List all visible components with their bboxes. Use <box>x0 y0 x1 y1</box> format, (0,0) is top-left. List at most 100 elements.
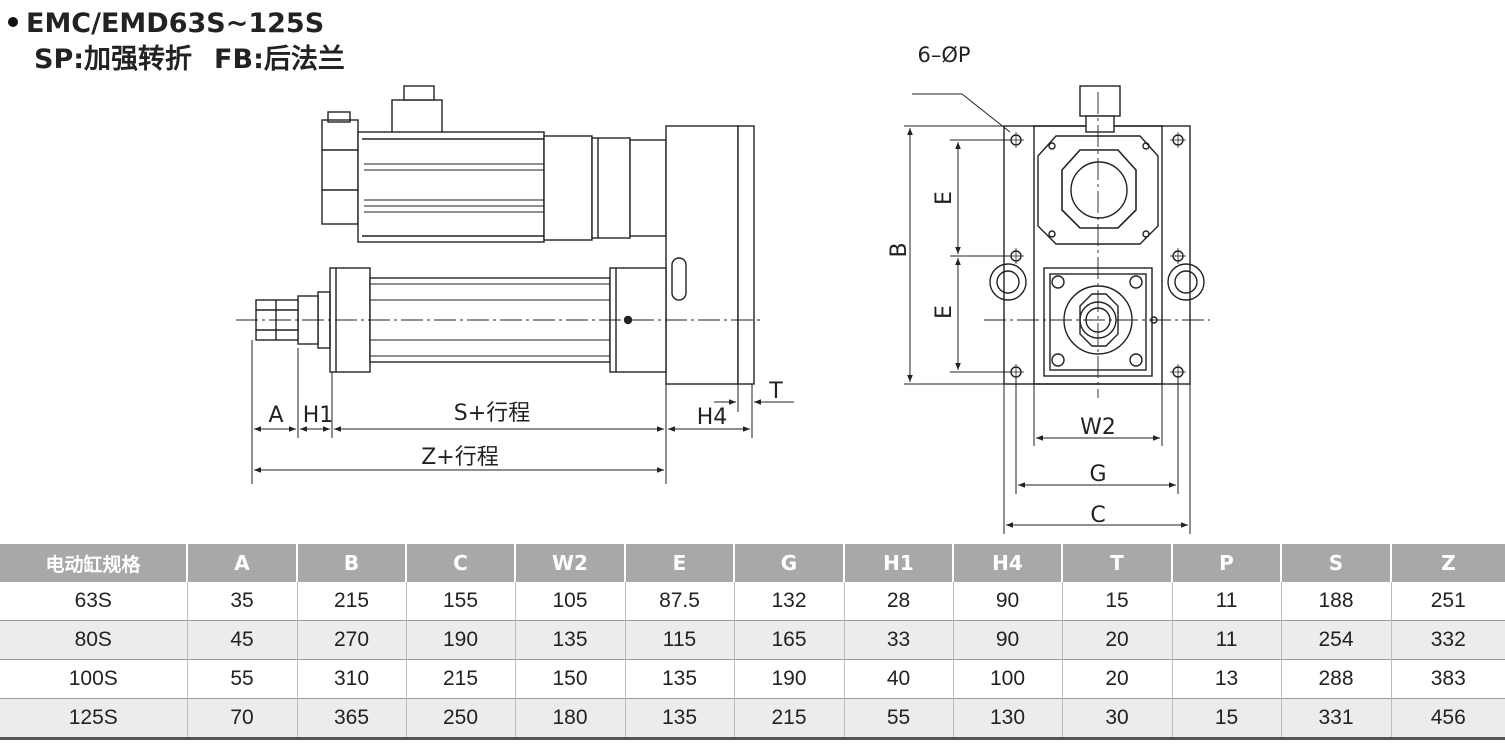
table-cell: 150 <box>514 659 625 699</box>
table-cell: 115 <box>624 620 734 660</box>
table-cell: 11 <box>1171 620 1281 660</box>
bullet-icon <box>8 16 18 27</box>
header-z: Z <box>1390 544 1505 582</box>
table-cell: 165 <box>733 620 844 660</box>
table-cell: 105 <box>514 582 625 621</box>
table-cell: 215 <box>296 582 406 621</box>
header-w2: W2 <box>514 544 625 582</box>
side-view <box>236 85 764 385</box>
model-range-text: EMC/EMD63S~125S <box>26 8 325 39</box>
header-h4: H4 <box>952 544 1062 582</box>
dim-label-b: B <box>887 242 912 257</box>
table-cell: 11 <box>1171 582 1281 621</box>
mounting-holes <box>1008 132 1186 380</box>
table-cell: 383 <box>1390 659 1505 699</box>
table-cell: 251 <box>1390 582 1505 621</box>
table-cell: 190 <box>733 659 844 699</box>
header-g: G <box>733 544 844 582</box>
dim-label-h4: H4 <box>697 405 728 430</box>
header-t: T <box>1061 544 1172 582</box>
hole-callout: 6–ØP <box>917 43 970 67</box>
table-cell: 30 <box>1061 698 1172 739</box>
dim-label-e-lower: E <box>932 305 957 319</box>
header-p: P <box>1171 544 1281 582</box>
servo-motor <box>321 85 667 243</box>
spec-table: 电动缸规格 A B C W2 E G H1 H4 T P S Z 63S 35 … <box>0 544 1505 740</box>
table-cell: 33 <box>843 620 953 660</box>
table-cell: 155 <box>405 582 515 621</box>
table-cell: 100S <box>68 667 118 690</box>
table-cell: 28 <box>843 582 953 621</box>
table-cell: 15 <box>1061 582 1172 621</box>
table-cell: 180 <box>514 698 625 739</box>
lifting-eyes <box>989 263 1205 301</box>
front-view <box>984 85 1210 398</box>
front-view-dimensions <box>904 93 1191 534</box>
table-cell: 90 <box>952 620 1062 660</box>
table-cell: 55 <box>186 659 297 699</box>
header-s: S <box>1280 544 1391 582</box>
table-cell: 80S <box>0 620 187 660</box>
table-cell: 90 <box>952 582 1062 621</box>
table-cell: 332 <box>1390 620 1505 660</box>
table-cell: 331 <box>1280 698 1391 739</box>
table-cell: 135 <box>514 620 625 660</box>
header-model: 电动缸规格 <box>0 544 187 582</box>
table-cell: 310 <box>296 659 406 699</box>
table-row: 125S 70 365 250 180 135 215 55 130 30 15… <box>0 698 1505 739</box>
table-cell: 215 <box>405 659 515 699</box>
dim-label-e-upper: E <box>932 191 957 205</box>
header-e: E <box>624 544 734 582</box>
title-block: EMC/EMD63S~125S SP:加强转折 FB:后法兰 <box>8 6 345 78</box>
table-cell: 20 <box>1061 620 1172 660</box>
table-cell: 254 <box>1280 620 1391 660</box>
side-view-dimensions <box>251 340 794 484</box>
table-cell: 135 <box>624 698 734 739</box>
actuator-end-view <box>1043 267 1158 377</box>
table-cell: 215 <box>733 698 844 739</box>
table-cell: 40 <box>843 659 953 699</box>
motor-end-view <box>1037 85 1159 245</box>
table-cell: 456 <box>1390 698 1505 739</box>
table-header-row: 电动缸规格 A B C W2 E G H1 H4 T P S Z <box>0 544 1505 582</box>
table-cell: 45 <box>186 620 297 660</box>
table-row: 63S 35 215 155 105 87.5 132 28 90 15 11 … <box>0 582 1505 621</box>
dim-label-t: T <box>768 379 783 404</box>
turn-housing <box>665 125 755 385</box>
table-cell: 87.5 <box>624 582 734 621</box>
table-cell: 132 <box>733 582 844 621</box>
table-cell: 250 <box>405 698 515 739</box>
table-cell: 100 <box>952 659 1062 699</box>
table-cell: 70 <box>186 698 297 739</box>
table-cell: 13 <box>1171 659 1281 699</box>
table-cell: 288 <box>1280 659 1391 699</box>
dim-label-g: G <box>1089 462 1106 487</box>
table-cell: 20 <box>1061 659 1172 699</box>
table-cell: 135 <box>624 659 734 699</box>
dim-label-h1: H1 <box>303 403 334 428</box>
dim-label-a: A <box>268 403 283 428</box>
model-range-title: EMC/EMD63S~125S <box>8 6 345 42</box>
dim-label-z-stroke: Z+行程 <box>421 445 499 470</box>
table-cell: 190 <box>405 620 515 660</box>
fb-label: FB:后法兰 <box>214 44 345 75</box>
table-cell: 15 <box>1171 698 1281 739</box>
table-row: 100S 55 310 215 150 135 190 40 100 20 13… <box>0 659 1505 699</box>
technical-drawing: A H1 S+行程 H4 T Z+行程 <box>236 43 1210 534</box>
table-cell: 130 <box>952 698 1062 739</box>
sp-label: SP:加强转折 <box>34 44 193 75</box>
table-cell: 365 <box>296 698 406 739</box>
header-c: C <box>405 544 515 582</box>
table-cell: 63S <box>74 589 112 612</box>
table-row: 80S 45 270 190 135 115 165 33 90 20 11 2… <box>0 620 1505 660</box>
table-cell: 35 <box>186 582 297 621</box>
table-cell: 125S <box>0 698 187 739</box>
dim-label-w2: W2 <box>1080 415 1116 440</box>
dim-label-c: C <box>1090 503 1105 528</box>
table-cell: 188 <box>1280 582 1391 621</box>
header-h1: H1 <box>843 544 953 582</box>
table-cell: 55 <box>843 698 953 739</box>
mount-legend: SP:加强转折 FB:后法兰 <box>8 42 345 78</box>
header-b: B <box>296 544 406 582</box>
table-cell: 270 <box>296 620 406 660</box>
